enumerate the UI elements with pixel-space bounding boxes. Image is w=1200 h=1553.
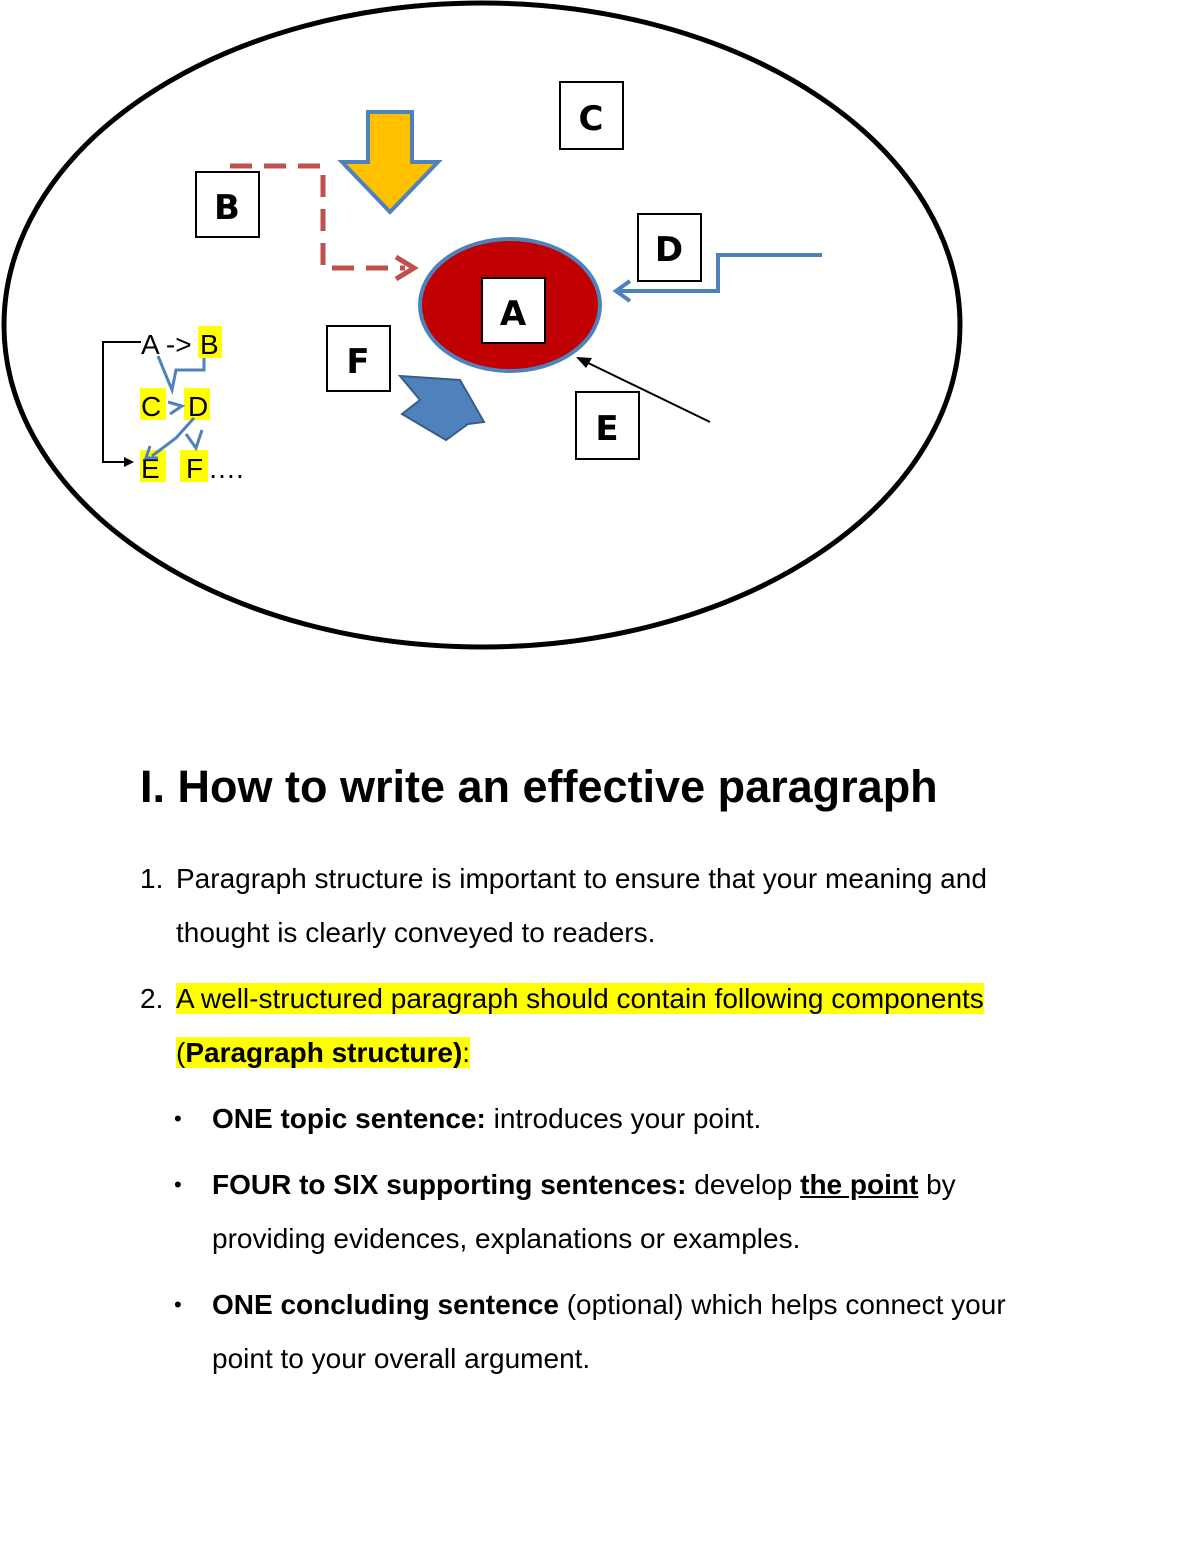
mini-a-label: A -> — [141, 329, 192, 360]
bullet-item-2: • FOUR to SIX supporting sentences: deve… — [140, 1158, 1040, 1266]
black-arrowhead-icon — [576, 357, 592, 368]
mini-blue-arrows-4 — [184, 429, 204, 452]
box-f: F — [326, 325, 391, 392]
box-c: C — [559, 81, 624, 150]
box-d: D — [637, 213, 702, 282]
bullet-icon: • — [174, 1106, 182, 1131]
blue-block-arrow-icon — [397, 374, 486, 442]
bullet-bold-text: FOUR to SIX supporting sentences: — [212, 1169, 687, 1200]
bullet-icon: • — [174, 1292, 182, 1317]
item-text: A well-structured paragraph should conta… — [176, 983, 984, 1068]
box-d-label: D — [655, 230, 683, 270]
mini-dots: …. — [208, 453, 244, 484]
mini-loop-arrow — [102, 341, 141, 463]
mini-b-label: B — [200, 329, 219, 360]
bullet-icon: • — [174, 1172, 182, 1197]
item-text-end: : — [462, 1037, 471, 1068]
blue-arrowhead-icon — [612, 279, 632, 303]
outer-ellipse — [1, 0, 963, 650]
mini-d-label: D — [188, 391, 208, 422]
dashed-arrowhead-icon — [394, 254, 419, 282]
highlighted-text: A well-structured paragraph should conta… — [176, 983, 984, 1068]
box-f-label: F — [346, 342, 369, 382]
black-arrow — [581, 359, 711, 423]
item-bold-text: Paragraph structure) — [185, 1037, 463, 1068]
mini-loop-arrowhead-icon — [124, 457, 134, 467]
box-b-label: B — [214, 188, 240, 228]
mini-c-label: C — [141, 391, 161, 422]
dashed-arrow — [230, 163, 405, 271]
item-text: Paragraph structure is important to ensu… — [176, 863, 987, 948]
down-arrow-icon — [337, 110, 443, 215]
bullet-text: (optional) which helps connect your poin… — [212, 1289, 1006, 1374]
bullet-text: introduces your point. — [485, 1103, 762, 1134]
bullet-text-end: by providing evidences, explanations or … — [212, 1169, 956, 1254]
mini-flow: A -> B C D E F …. — [102, 326, 244, 484]
box-a-label: A — [500, 294, 527, 334]
bullet-text: develop — [686, 1169, 801, 1200]
numbered-item-2: 2. A well-structured paragraph should co… — [140, 972, 1040, 1080]
mini-blue-arrows-2 — [167, 400, 186, 416]
bullet-underlined-text: the point — [800, 1169, 919, 1200]
box-e-label: E — [595, 409, 618, 449]
mini-f-label: F — [186, 453, 203, 484]
mini-blue-arrowhead-icon — [143, 445, 158, 460]
page-title: I. How to write an effective paragraph — [140, 761, 938, 812]
paragraph-structure-diagram: A B C D E F A -> B C D E F …. — [1, 0, 963, 650]
document-body: I. How to write an effective paragraph 1… — [140, 760, 1040, 1398]
box-e: E — [575, 391, 640, 460]
box-b: B — [195, 171, 260, 238]
bullet-item-3: • ONE concluding sentence (optional) whi… — [140, 1278, 1040, 1386]
numbered-item-1: 1. Paragraph structure is important to e… — [140, 852, 1040, 960]
item-number: 1. — [140, 863, 164, 894]
mini-blue-arrows-3 — [151, 416, 196, 458]
bullet-item-1: • ONE topic sentence: introduces your po… — [140, 1092, 1040, 1146]
box-a: A — [481, 277, 546, 344]
box-c-label: C — [579, 99, 604, 139]
bullet-bold-text: ONE topic sentence: — [212, 1103, 486, 1134]
item-number: 2. — [140, 983, 164, 1014]
bullet-bold-text: ONE concluding sentence — [212, 1289, 559, 1320]
mini-e-label: E — [141, 453, 160, 484]
mini-blue-arrows — [156, 355, 206, 396]
blue-connector-arrow — [618, 253, 822, 293]
